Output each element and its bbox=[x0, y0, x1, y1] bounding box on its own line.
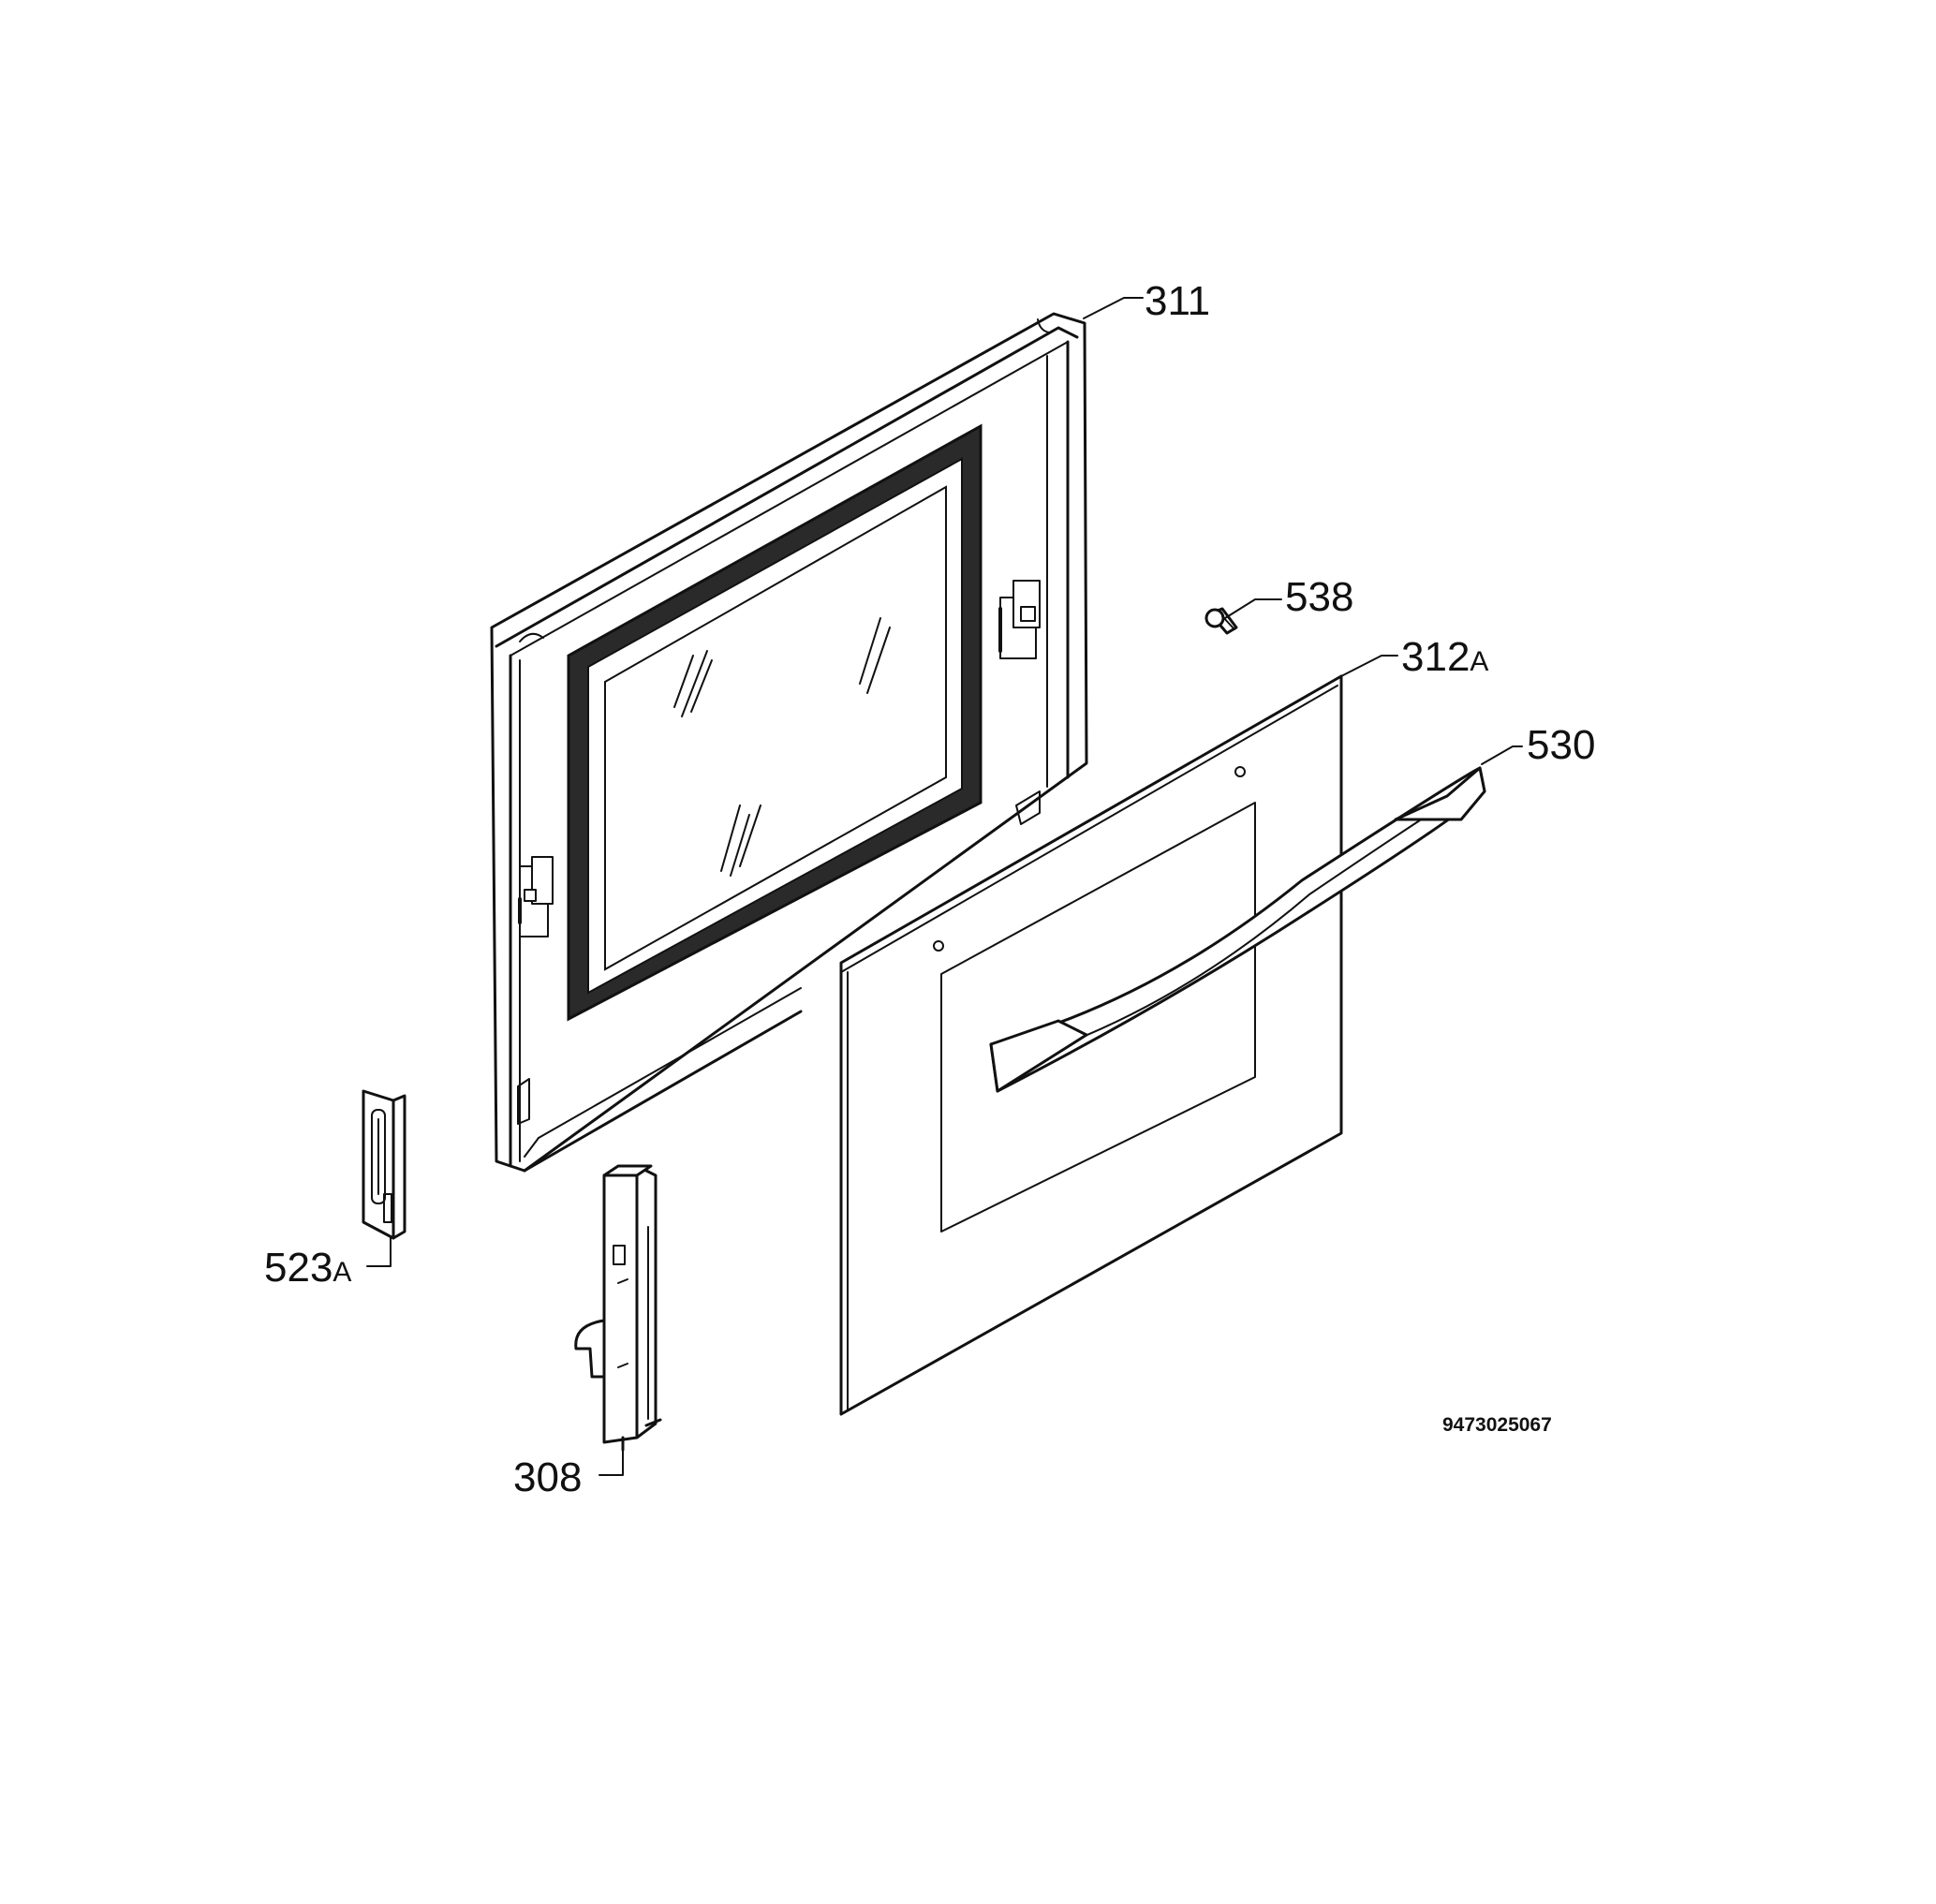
label-530: 530 bbox=[1527, 722, 1595, 768]
leader-312a bbox=[1340, 655, 1398, 677]
part-530-handle[interactable] bbox=[989, 766, 1486, 1093]
drawing-code: 9473025067 bbox=[1442, 1414, 1552, 1436]
label-538: 538 bbox=[1285, 574, 1353, 620]
part-311-inner-door[interactable] bbox=[490, 312, 1088, 1173]
part-312a-outer-glass[interactable] bbox=[839, 674, 1343, 1416]
label-311: 311 bbox=[1145, 278, 1210, 324]
leader-308 bbox=[599, 1449, 624, 1476]
label-308: 308 bbox=[513, 1454, 582, 1500]
leader-lines bbox=[366, 297, 1523, 1476]
part-523a-hinge-cover[interactable] bbox=[362, 1089, 406, 1240]
leader-311 bbox=[1083, 297, 1144, 319]
leader-523a bbox=[366, 1237, 392, 1267]
part-labels: 311 538 312A 530 523A 308 9473025067 bbox=[264, 278, 1595, 1500]
part-308-hinge[interactable] bbox=[574, 1164, 662, 1452]
part-538-screw[interactable] bbox=[1204, 607, 1238, 635]
label-523a: 523A bbox=[264, 1245, 351, 1291]
label-312a: 312A bbox=[1401, 634, 1488, 680]
leader-530 bbox=[1481, 745, 1523, 765]
leader-538 bbox=[1224, 598, 1282, 619]
